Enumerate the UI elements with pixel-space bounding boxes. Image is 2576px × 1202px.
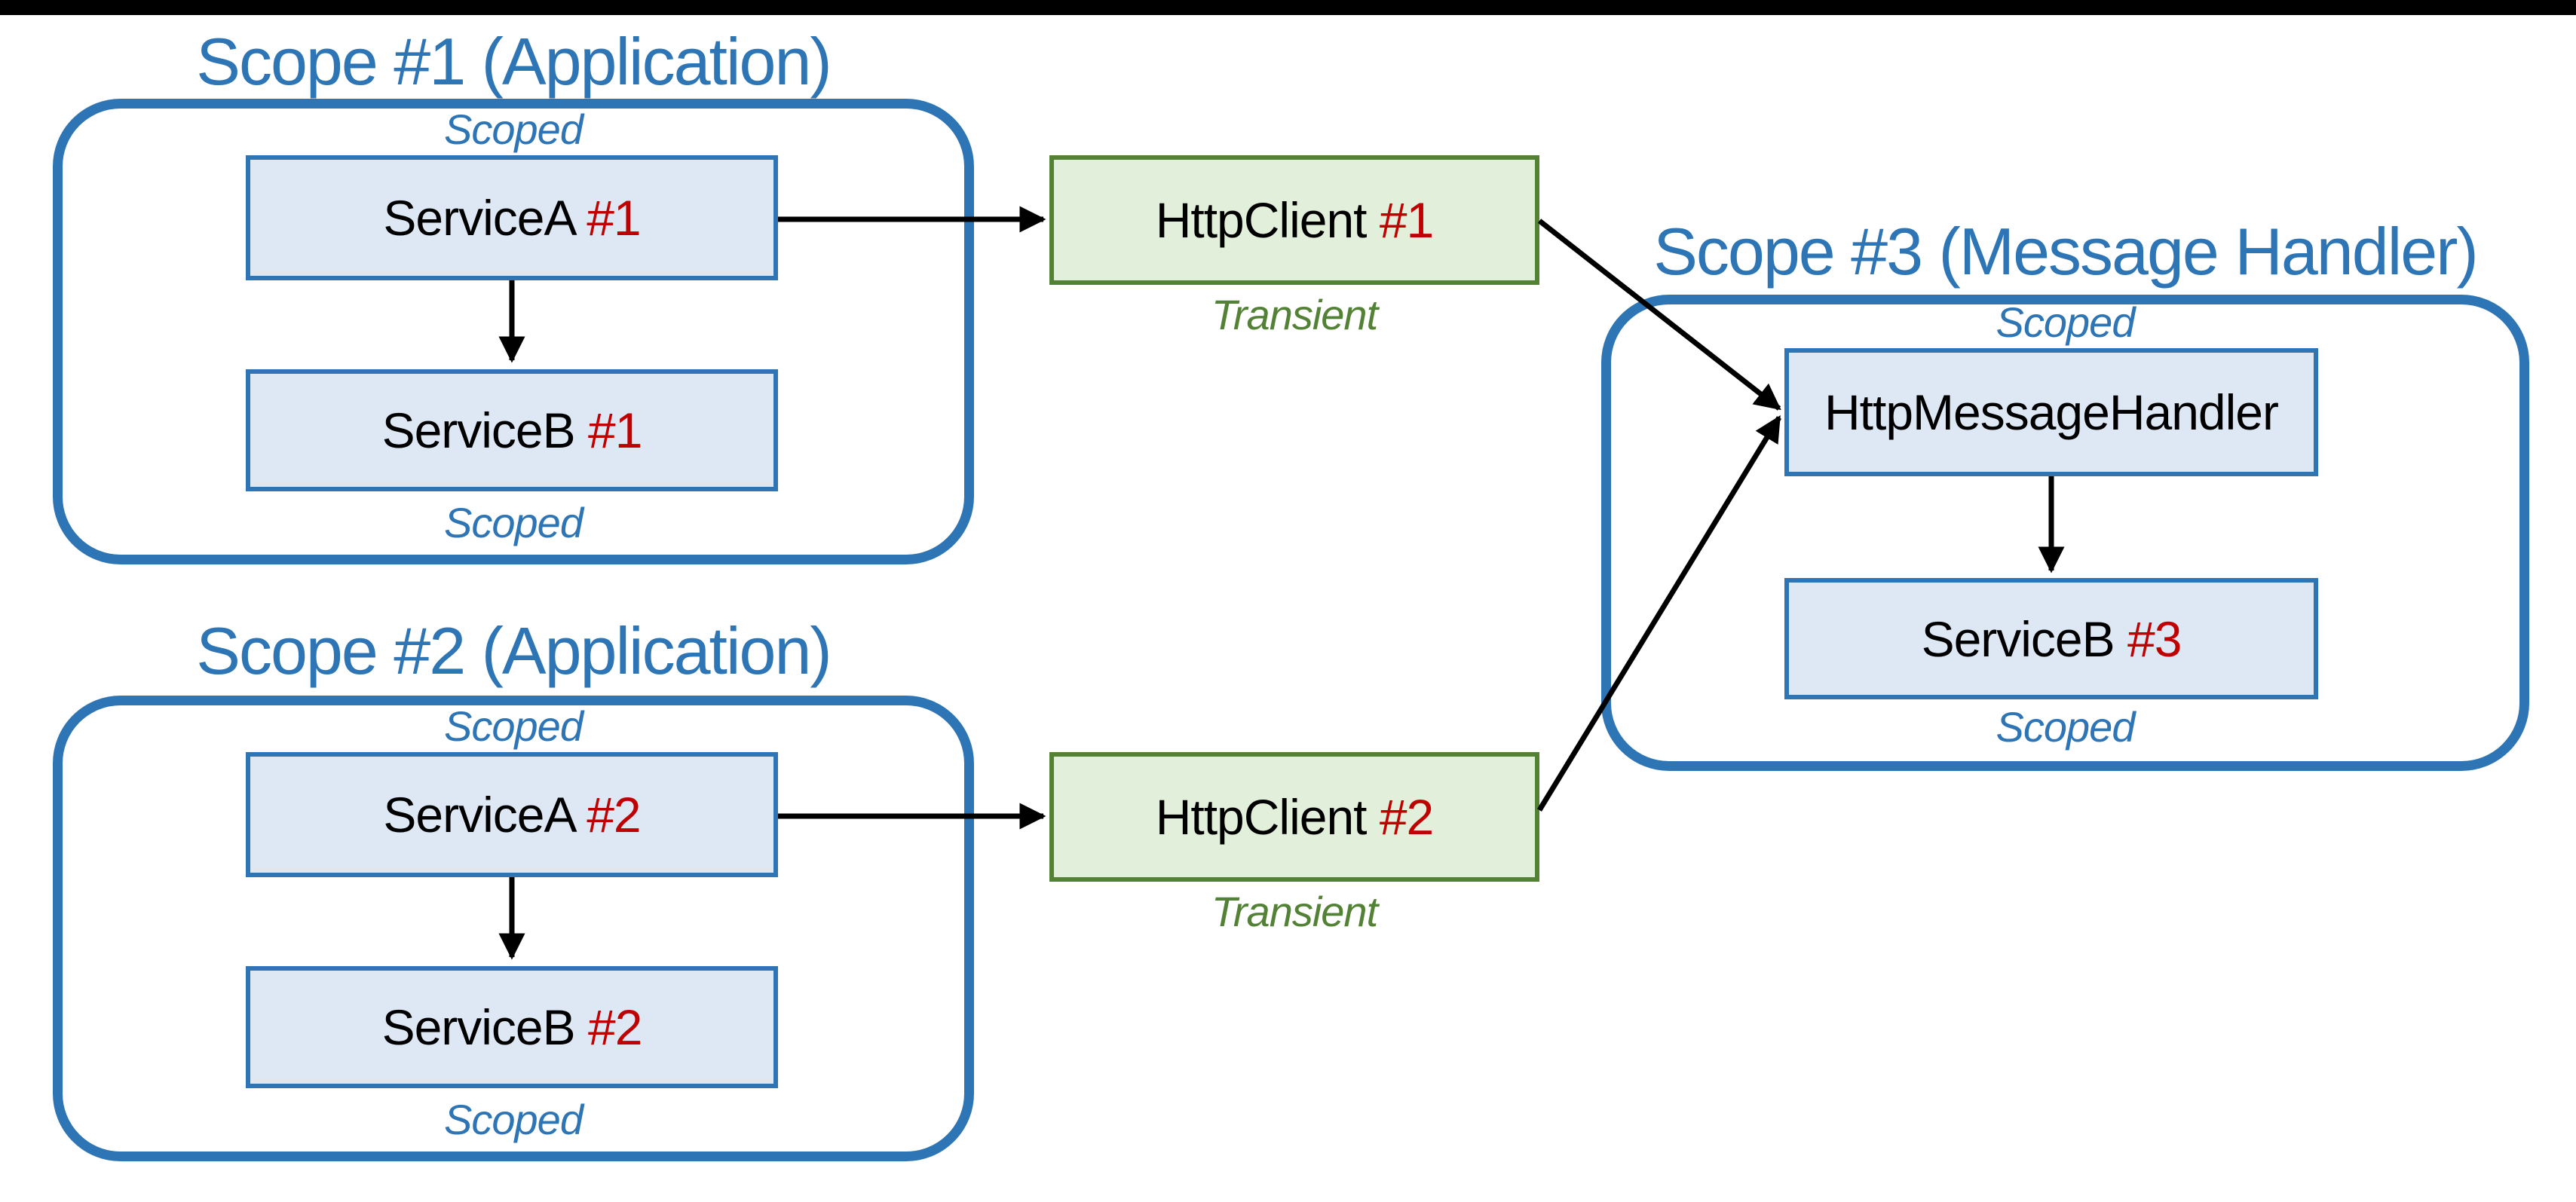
- httpclient-2-transient-label: Transient: [1211, 887, 1378, 935]
- scope-1-title: Scope #1 (Application): [196, 24, 832, 99]
- scope-1-scoped-bottom-label: Scoped: [444, 498, 584, 546]
- serviceb-3-name: ServiceB: [1921, 610, 2115, 667]
- httpmessagehandler-name: HttpMessageHandler: [1824, 384, 2279, 440]
- serviceb-2-box: ServiceB #2: [246, 966, 778, 1088]
- serviceb-1-instance: #1: [588, 402, 642, 458]
- httpclient-2-label: HttpClient #2: [1155, 788, 1435, 846]
- scope-3-title: Scope #3 (Message Handler): [1653, 214, 2479, 289]
- serviceb-1-name: ServiceB: [381, 402, 576, 458]
- top-black-bar: [0, 0, 2576, 15]
- serviceb-1-box: ServiceB #1: [246, 369, 778, 491]
- servicea-2-name: ServiceA: [383, 787, 574, 843]
- scope-2-container: [53, 696, 974, 1161]
- scope-3-scoped-bottom-label: Scoped: [1996, 702, 2136, 751]
- httpclient-1-transient-label: Transient: [1211, 290, 1378, 338]
- servicea-1-label: ServiceA #1: [383, 189, 641, 246]
- scope-1-container: [53, 99, 974, 564]
- httpclient-2-box: HttpClient #2: [1049, 752, 1539, 882]
- serviceb-3-label: ServiceB #3: [1922, 610, 2182, 668]
- servicea-2-instance: #2: [587, 787, 641, 843]
- httpclient-2-name: HttpClient: [1155, 789, 1368, 845]
- servicea-2-box: ServiceA #2: [246, 752, 778, 877]
- httpclient-1-label: HttpClient #1: [1155, 191, 1435, 249]
- servicea-2-label: ServiceA #2: [383, 786, 641, 843]
- scope-3-scoped-top-label: Scoped: [1996, 298, 2136, 346]
- scope-2-scoped-top-label: Scoped: [444, 702, 584, 750]
- httpclient-1-instance: #1: [1379, 192, 1434, 248]
- httpclient-1-box: HttpClient #1: [1049, 155, 1539, 285]
- httpclient-1-name: HttpClient: [1155, 192, 1368, 248]
- serviceb-2-name: ServiceB: [381, 999, 576, 1055]
- serviceb-2-label: ServiceB #2: [381, 999, 643, 1056]
- serviceb-3-instance: #3: [2127, 610, 2182, 667]
- serviceb-3-box: ServiceB #3: [1784, 578, 2318, 699]
- scope-1-scoped-top-label: Scoped: [444, 105, 584, 153]
- scope-2-title: Scope #2 (Application): [196, 613, 832, 688]
- servicea-1-box: ServiceA #1: [246, 155, 778, 280]
- scope-3-container: [1601, 295, 2529, 771]
- serviceb-1-label: ServiceB #1: [381, 402, 643, 459]
- servicea-1-name: ServiceA: [383, 190, 574, 246]
- servicea-1-instance: #1: [587, 190, 641, 246]
- serviceb-2-instance: #2: [588, 999, 642, 1055]
- httpclient-2-instance: #2: [1379, 789, 1434, 845]
- scope-2-scoped-bottom-label: Scoped: [444, 1095, 584, 1143]
- httpmessagehandler-label: HttpMessageHandler: [1824, 384, 2279, 441]
- httpmessagehandler-box: HttpMessageHandler: [1784, 348, 2318, 476]
